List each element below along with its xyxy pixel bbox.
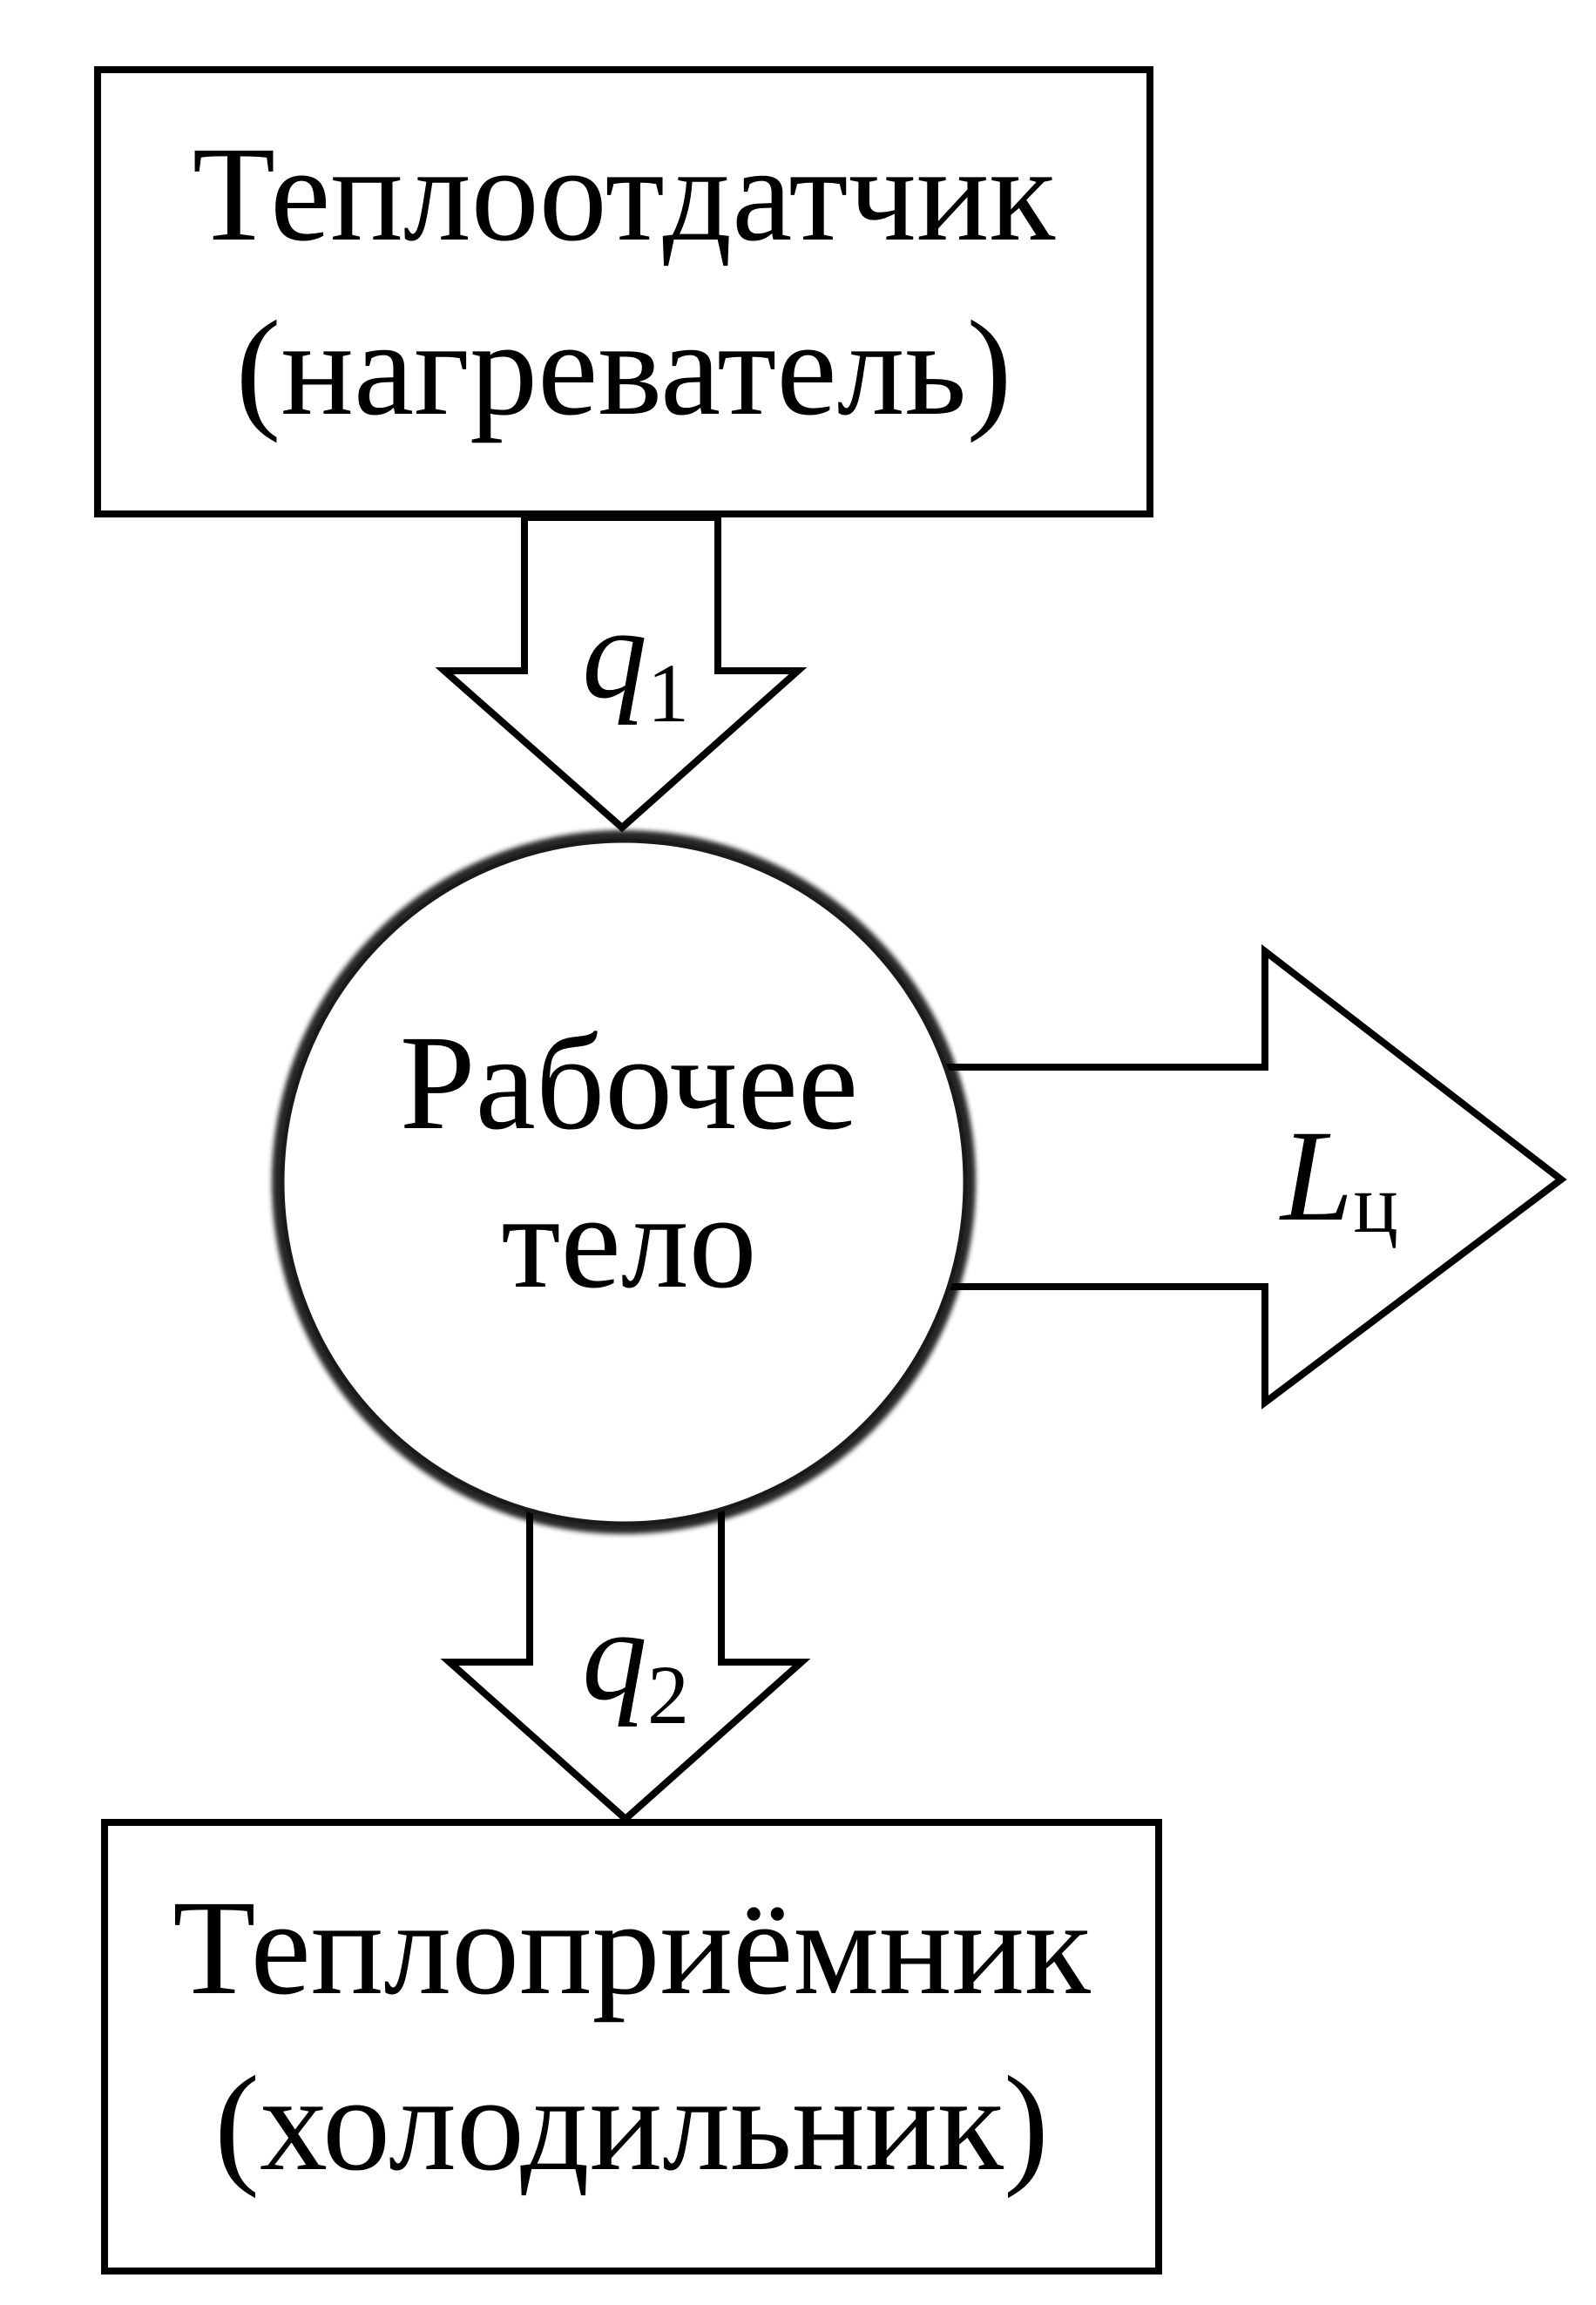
q2-subscript: 2 bbox=[647, 1648, 689, 1741]
work-symbol: L bbox=[1279, 1104, 1353, 1248]
working-body-circle-shadow bbox=[272, 830, 976, 1534]
q2-symbol: q bbox=[582, 1583, 647, 1727]
work-subscript: ц bbox=[1353, 1157, 1397, 1250]
working-body-circle bbox=[280, 838, 968, 1526]
q2-label: q2 bbox=[582, 1583, 689, 1741]
heat-input-arrow bbox=[435, 514, 808, 833]
heater-title: Теплоотдатчик bbox=[193, 118, 1056, 269]
cooler-title: Теплоприёмник bbox=[172, 1872, 1091, 2023]
work-output-arrow bbox=[929, 943, 1567, 1410]
q1-symbol: q bbox=[582, 581, 647, 726]
working-body-title: Рабочее bbox=[400, 1007, 858, 1158]
cooler-box bbox=[101, 1819, 1162, 2275]
work-label: Lц bbox=[1279, 1104, 1398, 1250]
working-body-subtitle: тело bbox=[501, 1166, 756, 1316]
q1-subscript: 1 bbox=[647, 646, 689, 740]
heater-subtitle: (нагреватель) bbox=[235, 293, 1011, 443]
cooler-subtitle: (холодильник) bbox=[214, 2048, 1049, 2199]
q1-label: q1 bbox=[582, 581, 689, 740]
